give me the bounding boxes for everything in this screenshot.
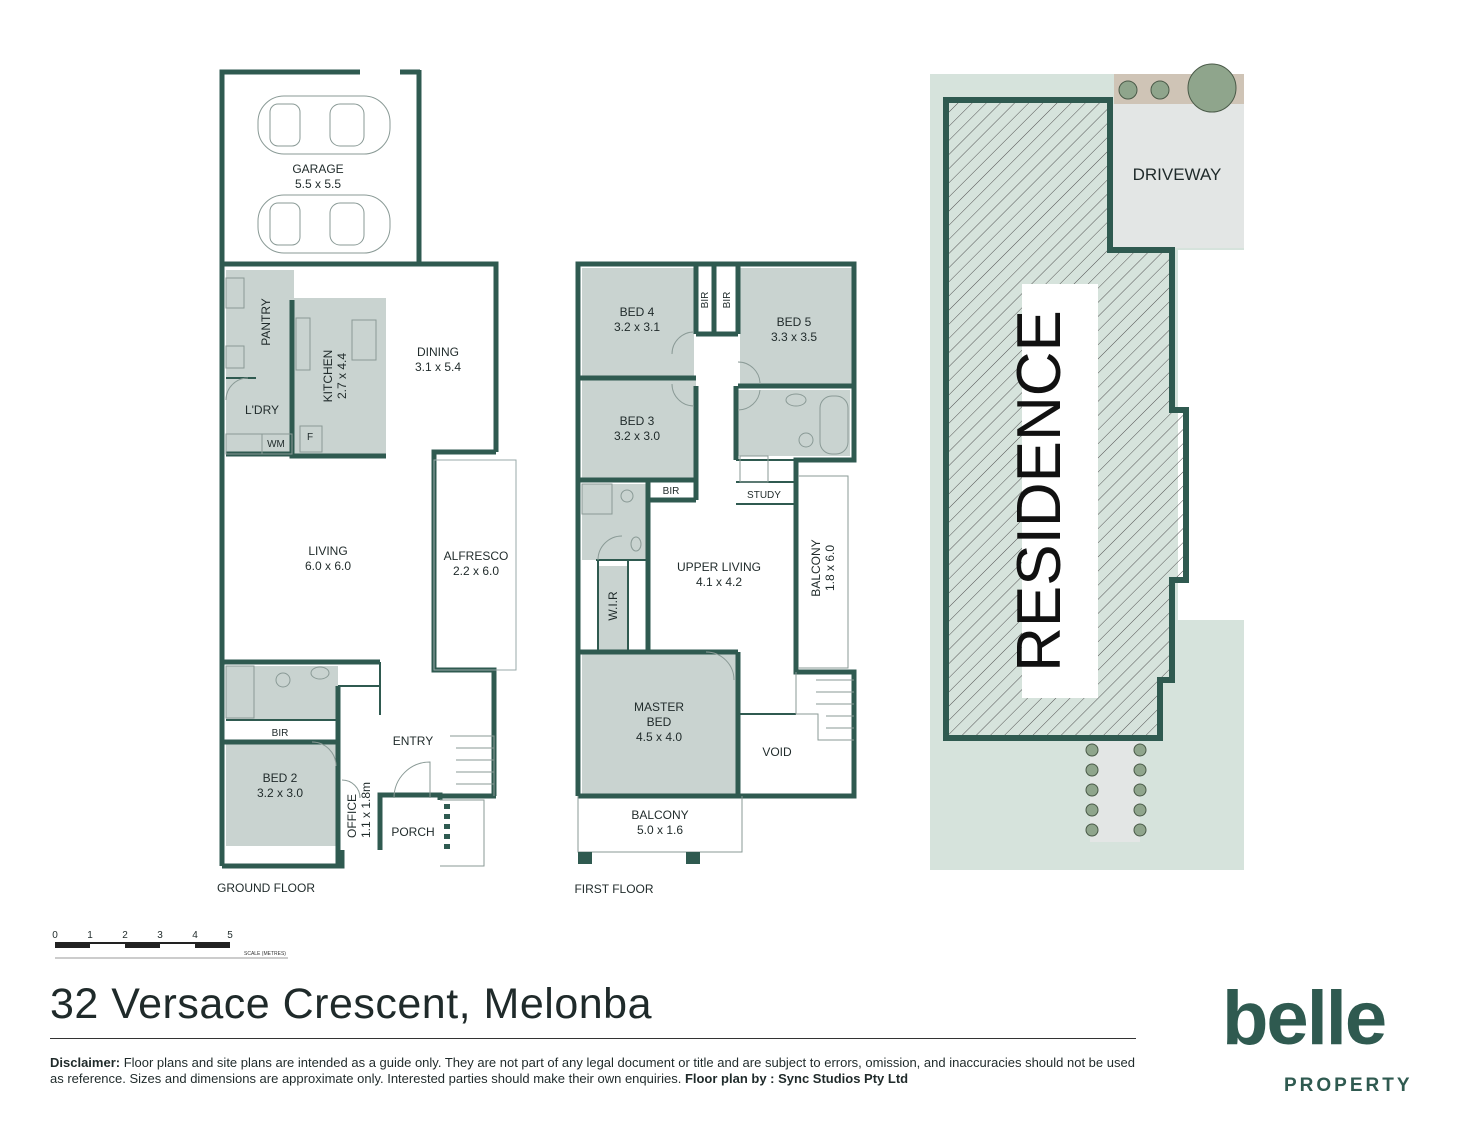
master-size: 4.5 x 4.0 [636, 730, 682, 744]
bed4-label: BED 4 [620, 305, 655, 319]
bed3-size: 3.2 x 3.0 [614, 429, 660, 443]
pantry-label: PANTRY [259, 298, 273, 346]
scale-tick-0: 0 [52, 930, 58, 941]
residence-label: RESIDENCE [1005, 310, 1074, 672]
living-label: LIVING [308, 544, 347, 558]
scale-tick-1: 1 [87, 930, 93, 941]
fridge-label: F [307, 432, 313, 443]
scale-tick-3: 3 [157, 930, 163, 941]
side-balcony-size: 1.8 x 6.0 [823, 545, 837, 591]
ground-bir-label: BIR [272, 728, 289, 739]
first-floor-label: FIRST FLOOR [574, 882, 653, 896]
bed2-label: BED 2 [263, 771, 298, 785]
belle-logo-subtitle: PROPERTY [1284, 1075, 1413, 1096]
front-balcony-size: 5.0 x 1.6 [637, 823, 683, 837]
bed5-label: BED 5 [777, 315, 812, 329]
dining-size: 3.1 x 5.4 [415, 360, 461, 374]
entry-label: ENTRY [393, 734, 433, 748]
disclaimer: Disclaimer: Floor plans and site plans a… [50, 1055, 1140, 1087]
upper-living-size: 4.1 x 4.2 [696, 575, 742, 589]
bed3-bir-label: BIR [663, 486, 680, 497]
scale-bar [55, 942, 288, 959]
side-balcony-label: BALCONY [809, 539, 823, 596]
disclaimer-text: Floor plans and site plans are intended … [50, 1055, 1135, 1086]
first-floor-plan [575, 261, 857, 864]
master-label-line2: BED [647, 715, 672, 729]
study-label: STUDY [747, 490, 781, 501]
belle-logo-word: belle [1222, 976, 1387, 1061]
office-label: OFFICE [345, 794, 359, 838]
bed3-label: BED 3 [620, 414, 655, 428]
bed2-size: 3.2 x 3.0 [257, 786, 303, 800]
scale-caption: SCALE (METRES) [244, 951, 286, 957]
washing-machine-label: WM [267, 439, 285, 450]
front-balcony-label: BALCONY [631, 808, 688, 822]
kitchen-label: KITCHEN [321, 350, 335, 403]
garage-size: 5.5 x 5.5 [295, 177, 341, 191]
floor-plan-credit: Floor plan by : Sync Studios Pty Ltd [684, 1071, 909, 1086]
scale-tick-2: 2 [122, 930, 128, 941]
kitchen-size: 2.7 x 4.4 [335, 353, 349, 399]
bed5-size: 3.3 x 3.5 [771, 330, 817, 344]
divider [50, 1038, 1136, 1039]
office-size: 1.1 x 1.8m [359, 782, 373, 838]
dining-label: DINING [417, 345, 459, 359]
scale-tick-4: 4 [192, 930, 198, 941]
driveway-label: DRIVEWAY [1133, 165, 1222, 184]
void-label: VOID [762, 745, 792, 759]
wir-label: W.I.R [606, 591, 620, 621]
ground-floor-label: GROUND FLOOR [217, 881, 315, 895]
porch-label: PORCH [391, 825, 434, 839]
garage-label: GARAGE [292, 162, 343, 176]
bed5-bir-label: BIR [722, 292, 733, 309]
property-address: 32 Versace Crescent, Melonba [50, 980, 652, 1028]
master-label-line1: MASTER [634, 700, 684, 714]
laundry-label: L'DRY [245, 403, 279, 417]
bed4-bir-label: BIR [700, 292, 711, 309]
ground-floor-plan [219, 69, 517, 869]
disclaimer-label: Disclaimer: [50, 1055, 121, 1070]
bed4-size: 3.2 x 3.1 [614, 320, 660, 334]
alfresco-label: ALFRESCO [444, 549, 509, 563]
alfresco-size: 2.2 x 6.0 [453, 564, 499, 578]
site-plan [930, 63, 1244, 870]
scale-tick-5: 5 [227, 930, 233, 941]
upper-living-label: UPPER LIVING [677, 560, 761, 574]
living-size: 6.0 x 6.0 [305, 559, 351, 573]
